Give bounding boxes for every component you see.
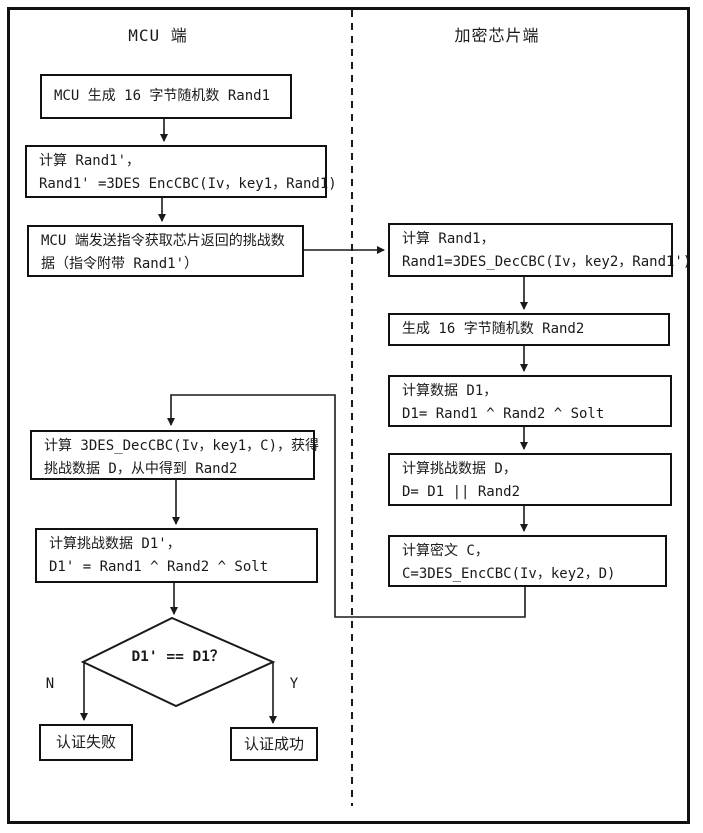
node-calc-d1-line1: 计算数据 D1， [402,383,498,399]
node-calc-d1-line2: D1= Rand1 ^ Rand2 ^ Solt [402,406,605,422]
node-auth-fail: 认证失败 [39,724,133,761]
node-decrypt-c: 计算 3DES_DecCBC(Iv，key1，C)，获得 挑战数据 D，从中得到… [30,430,320,480]
node-send-command-line2: 据（指令附带 Rand1'） [41,256,199,272]
node-calc-d-line1: 计算挑战数据 D， [402,461,517,477]
diagram-border [7,7,690,824]
node-calc-d1: 计算数据 D1， D1= Rand1 ^ Rand2 ^ Solt [388,375,672,427]
node-auth-success: 认证成功 [230,727,318,761]
node-calc-c-line2: C=3DES_EncCBC(Iv，key2，D) [402,566,616,582]
node-calc-c-line1: 计算密文 C， [402,543,489,559]
node-send-command-line1: MCU 端发送指令获取芯片返回的挑战数 [41,233,285,249]
node-calc-rand1: 计算 Rand1， Rand1=3DES_DecCBC(Iv，key2，Rand… [388,223,692,277]
node-calc-d1-prime: 计算挑战数据 D1'， D1' = Rand1 ^ Rand2 ^ Solt [35,528,318,583]
right-column-title: 加密芯片端 [454,26,540,45]
node-gen-rand2: 生成 16 字节随机数 Rand2 [388,313,670,346]
node-calc-rand1-prime-line2: Rand1' =3DES EncCBC(Iv，key1，Rand1) [39,176,337,192]
branch-label-yes: Y [289,676,299,692]
node-calc-rand1-prime: 计算 Rand1'， Rand1' =3DES EncCBC(Iv，key1，R… [25,145,337,198]
node-gen-rand2-text: 生成 16 字节随机数 Rand2 [402,321,585,337]
decision-label: D1' == D1？ [131,649,225,665]
node-auth-fail-text: 认证失败 [55,733,116,751]
node-decrypt-c-line1: 计算 3DES_DecCBC(Iv，key1，C)，获得 [44,438,320,454]
node-decrypt-c-line2: 挑战数据 D，从中得到 Rand2 [44,461,238,477]
node-calc-rand1-prime-line1: 计算 Rand1'， [39,153,141,169]
node-calc-rand1-line2: Rand1=3DES_DecCBC(Iv，key2，Rand1') [402,254,692,270]
node-calc-d1-prime-line1: 计算挑战数据 D1'， [49,536,181,552]
node-gen-rand1: MCU 生成 16 字节随机数 Rand1 [40,74,292,119]
node-calc-d: 计算挑战数据 D， D= D1 || Rand2 [388,453,672,506]
left-column-title: MCU 端 [128,26,188,45]
decision-diamond [80,616,276,708]
node-calc-c: 计算密文 C， C=3DES_EncCBC(Iv，key2，D) [388,535,667,587]
node-calc-d1-prime-line2: D1' = Rand1 ^ Rand2 ^ Solt [49,559,269,575]
node-send-command: MCU 端发送指令获取芯片返回的挑战数 据（指令附带 Rand1'） [27,225,304,277]
node-gen-rand1-text: MCU 生成 16 字节随机数 Rand1 [54,88,271,104]
arrow-calcc-to-decryptc-return-path [167,394,526,618]
node-calc-rand1-line1: 计算 Rand1， [402,231,495,247]
node-calc-d-line2: D= D1 || Rand2 [402,484,521,500]
node-auth-success-text: 认证成功 [243,734,304,753]
branch-label-no: N [45,676,55,692]
